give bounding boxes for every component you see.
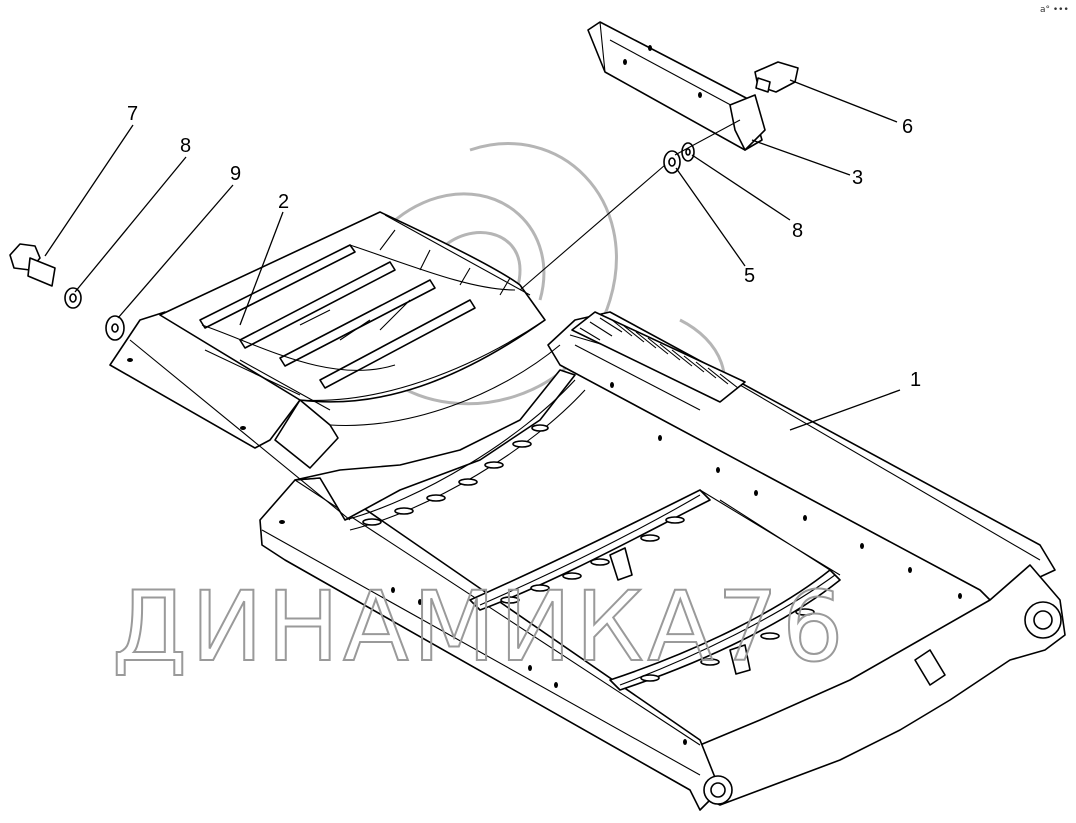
assembly-lines [129,119,741,521]
grate-bars [199,229,516,411]
callout-8-left: 8 [180,135,191,157]
slot-holes [362,424,815,682]
callout-1: 1 [910,369,921,391]
corner-mark: a° ••• [1040,5,1069,15]
callout-labels: 7 8 9 2 1 3 6 8 5 [127,103,921,391]
callout-5: 5 [744,265,755,287]
part-8-washer-left [64,287,82,309]
brackets [609,547,751,675]
callout-7: 7 [127,103,138,125]
leader-lines [44,79,901,431]
callout-8-right: 8 [792,220,803,242]
part-3-bracket [587,21,766,151]
watermark-text: ДИНАМИКА76 [112,571,847,683]
beam-holes [279,382,962,745]
grille [571,311,746,411]
part-9-washer [105,315,125,341]
callout-6: 6 [902,116,913,138]
part-2-grate [109,211,561,469]
part-5-washer [663,150,681,174]
callout-9: 9 [230,163,241,185]
part-8-washer-right [681,142,695,162]
part-1-frame [259,311,1066,811]
part-7-bolt [9,243,56,287]
callout-3: 3 [852,167,863,189]
callout-2: 2 [278,191,289,213]
part-6-bolt [754,61,799,93]
